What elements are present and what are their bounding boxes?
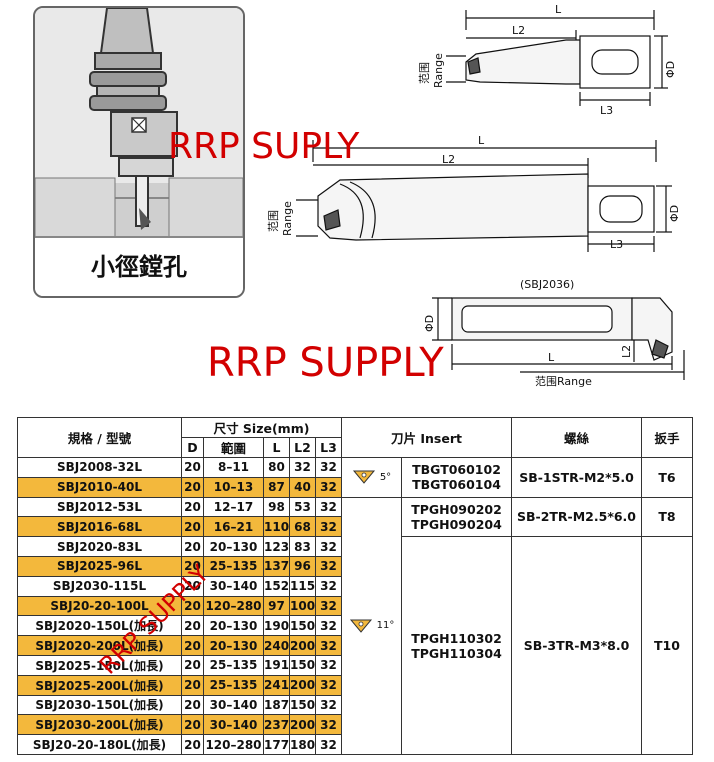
table-row: SBJ2020-83L 20 20–130 123 83 32 TPGH1103… (17, 536, 693, 755)
technical-drawings: L L2 L3 ΦD 范围 Range L L2 L3 ΦD 范围 Range (266, 3, 685, 388)
dim-L2-3: L2 (620, 345, 633, 358)
boring-bar-drawing-3 (432, 297, 685, 380)
dim-phiD-2: ΦD (668, 205, 681, 222)
insert-models-1: TBGT060102 TBGT060104 (401, 457, 512, 498)
table-row: SBJ2025-200L(加長) 20 25–135 241 200 32 (17, 674, 693, 696)
dim-phiD-3: ΦD (423, 315, 436, 332)
header-L2: L2 (289, 437, 316, 458)
watermark-middle: RRP SUPPLY (207, 340, 444, 386)
triangle-insert-icon (352, 470, 375, 485)
header-L: L (263, 437, 290, 458)
header-wrench: 扳手 (641, 417, 693, 458)
insert-models-3: TPGH110302 TPGH110304 (401, 536, 512, 755)
insert-icon-cell-2: 11° (341, 496, 402, 755)
table-row: SBJ2020-200L(加長) 20 20–130 240 200 32 (17, 635, 693, 656)
insert-icon-cell-1: 5° (341, 457, 402, 498)
triangle-insert-icon (349, 619, 372, 633)
dim-range-cn-2: 范围 (266, 210, 280, 232)
table-row: SBJ2030-150L(加長) 20 30–140 187 150 32 (17, 694, 693, 716)
header-size: 尺寸 Size(mm) (181, 417, 342, 438)
screw-3: SB-3TR-M3*8.0 (511, 536, 642, 755)
dim-L-2: L (478, 134, 485, 147)
header-screw: 螺絲 (511, 417, 642, 458)
screw-2: SB-2TR-M2.5*6.0 (511, 496, 642, 538)
product-photo-panel: 小徑鏜孔 (33, 6, 245, 298)
boring-bar-drawing-1 (446, 10, 668, 106)
dim-range-3: 范围Range (535, 374, 592, 388)
header-L3: L3 (315, 437, 342, 458)
screw-1: SB-1STR-M2*5.0 (511, 457, 642, 498)
table-row: SBJ2008-32L 20 8–11 80 32 32 5° TBGT0601… (17, 457, 693, 498)
boring-bar-drawing-2 (296, 140, 672, 252)
insert-models-2: TPGH090202 TPGH090204 (401, 496, 512, 538)
table-row: SBJ20-20-100L 20 120–280 97 100 32 (17, 595, 693, 617)
table-row: SBJ2016-68L 20 16–21 110 68 32 (17, 516, 693, 538)
dim-L-1: L (555, 3, 562, 16)
table-row: SBJ2025-96L 20 25–135 137 96 32 (17, 555, 693, 577)
dim-L2-2: L2 (442, 153, 455, 166)
dim-L2-1: L2 (512, 24, 525, 37)
tool-holder-illustration (35, 8, 243, 241)
watermark-top: RRP SUPLY (168, 126, 360, 167)
drawing-3-caption: (SBJ2036) (520, 278, 575, 291)
insert-angle-1: 5° (379, 471, 392, 483)
header-model: 規格 / 型號 (17, 417, 182, 458)
wrench-2: T8 (641, 496, 693, 538)
table-row: SBJ2012-53L 20 12–17 98 53 32 11° TPGH09… (17, 496, 693, 755)
dim-phiD-1: ΦD (664, 61, 677, 78)
wrench-1: T6 (641, 457, 693, 498)
table-row: SBJ2025-150L(加長) 20 25–135 191 150 32 (17, 654, 693, 676)
dim-range-cn-1: 范围 (417, 62, 431, 84)
dim-L3-1: L3 (600, 104, 613, 117)
spec-table: 規格 / 型號 尺寸 Size(mm) 刀片 Insert 螺絲 扳手 D 範圍… (17, 417, 693, 755)
header-range: 範圍 (203, 437, 264, 458)
header-insert: 刀片 Insert (341, 417, 512, 458)
dim-range-en-2: Range (281, 201, 294, 236)
table-row: SBJ2030-200L(加長) 20 30–140 237 200 32 (17, 714, 693, 736)
insert-angle-2: 11° (376, 620, 395, 632)
wrench-3: T10 (641, 536, 693, 755)
dim-L-3: L (548, 351, 555, 364)
dim-L3-2: L3 (610, 238, 623, 251)
header-D: D (181, 437, 204, 458)
table-row: SBJ20-20-180L(加長) 20 120–280 177 180 32 (17, 734, 693, 755)
table-row: SBJ2010-40L 20 10–13 87 40 32 (17, 476, 693, 498)
photo-caption: 小徑鏜孔 (35, 236, 243, 296)
dim-range-en-1: Range (432, 53, 445, 88)
